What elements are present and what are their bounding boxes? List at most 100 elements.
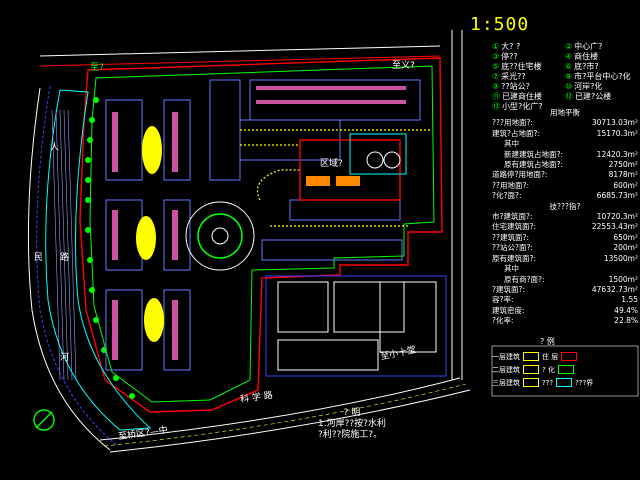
legend-number: ⑤ (492, 62, 500, 71)
stats-value: 22.8% (614, 316, 638, 326)
legend-text: 市?平台中心?化 (574, 72, 631, 81)
stats-title: 用地平衡 (550, 108, 580, 117)
stats-row: 其中 (492, 264, 638, 274)
stats-row: ??建筑面?:650m² (492, 233, 638, 243)
legend-text: 已建商住楼 (502, 92, 542, 101)
key-label-c: ???界 (575, 378, 594, 387)
stats-label: 技???指? (549, 201, 581, 211)
key-row: 一层建筑 住 层 (492, 350, 640, 363)
stats-row: 原有建筑面?: 13500m² (492, 254, 638, 264)
drawing-key: 一层建筑 住 层二层建筑 ? 化三层建筑??????界 (492, 350, 640, 389)
map-label-river-3: 路 (60, 253, 70, 263)
key-row: 三层建筑??????界 (492, 376, 640, 389)
stats-label: ???用地面?: (492, 118, 533, 128)
map-label-center: 区域? (320, 159, 343, 169)
note-line: ?利??院施工?。 (318, 430, 383, 440)
map-label-river-2: 民 (34, 253, 44, 263)
stats-value: 1500m² (608, 274, 638, 284)
legend-text: 底?市? (574, 62, 599, 71)
stats-value: 650m² (613, 232, 638, 242)
stats-label: 道路停?用地面?: (492, 170, 548, 180)
stats-row: 建筑密度: 49.4% (492, 306, 638, 316)
stats-value: 200m² (613, 243, 638, 253)
stats-label: 市?建筑面?: (492, 212, 533, 222)
stats-row: 住宅建筑面?:22553.43m² (492, 222, 638, 232)
stats-value: 2750m² (608, 160, 638, 170)
scale-label: 1:500 (470, 14, 530, 35)
stats-label: 原有建筑面?: (492, 253, 537, 263)
legend-number: ③ (492, 52, 500, 61)
legend-number: ⑪ (492, 92, 500, 101)
stats-label: 建筑?占地面?: (492, 128, 540, 138)
legend-text: 小型?化广? (502, 102, 543, 111)
stats-row: 技???指? (492, 202, 638, 212)
stats-label: ??用地面?: (492, 180, 529, 190)
stats-label: ?建筑面?: (492, 284, 525, 294)
key-label-b: ? 化 (542, 365, 555, 374)
key-swatch-b (556, 378, 573, 387)
legend-item: ⑨??站公? (492, 82, 565, 92)
key-label-b: 住 层 (542, 352, 559, 361)
central-plaza (185, 201, 255, 271)
legend-text: 商住楼 (574, 52, 599, 61)
stats-label: 其中 (504, 139, 519, 149)
legend-text: ??站公? (501, 82, 530, 91)
key-swatch-b (557, 365, 574, 374)
legend-number: ② (565, 42, 573, 51)
stats-label: 住宅建筑面?: (492, 222, 537, 232)
note-line: 1.河岸??按?水利 (318, 419, 386, 429)
stats-label: ??站公?面?: (492, 243, 533, 253)
stats-row: 道路停?用地面?: 8178m² (492, 170, 638, 180)
stats-value: 8178m² (608, 170, 638, 180)
stats-row: ?化率: 22.8% (492, 316, 638, 326)
key-swatch-a (523, 365, 539, 374)
north-arrow-icon (33, 409, 55, 431)
key-row: 二层建筑 ? 化 (492, 363, 640, 376)
legend-text: 已建?公楼 (575, 92, 612, 101)
stats-row: 容?率:1.55 (492, 295, 638, 305)
legend-number: ⑫ (565, 92, 573, 101)
map-label-road-top: 至? (90, 63, 104, 73)
stats-row: 原有建筑占地面?:2750m² (492, 160, 638, 170)
stats-row: ?建筑面?: 47632.73m² (492, 285, 638, 295)
legend-text: 中心广? (574, 42, 603, 51)
stats-value: 49.4% (614, 305, 638, 315)
key-label-a: 一层建筑 (492, 352, 520, 361)
map-label-road-top2: 至义? (392, 61, 415, 71)
key-swatch-a (523, 378, 539, 387)
legend-number: ④ (565, 52, 573, 61)
legend-text: 河岸?化 (574, 82, 603, 91)
key-swatch-b (561, 352, 578, 361)
stats-row: ?化?面?:6685.73m² (492, 191, 638, 201)
stats-value: 13500m² (603, 253, 638, 263)
key-label-a: 二层建筑 (492, 365, 520, 374)
internal-road (89, 65, 435, 403)
note-line: ? 明 (343, 408, 361, 418)
stats-label: ?化率: (492, 316, 514, 326)
stats-label: 容?率: (492, 295, 514, 305)
stats-value: 47632.73m² (591, 284, 638, 294)
stats-value: 15170.3m² (596, 128, 638, 138)
map-label-river-1: 人 (50, 143, 60, 153)
stats-label: 建筑密度: (492, 305, 525, 315)
